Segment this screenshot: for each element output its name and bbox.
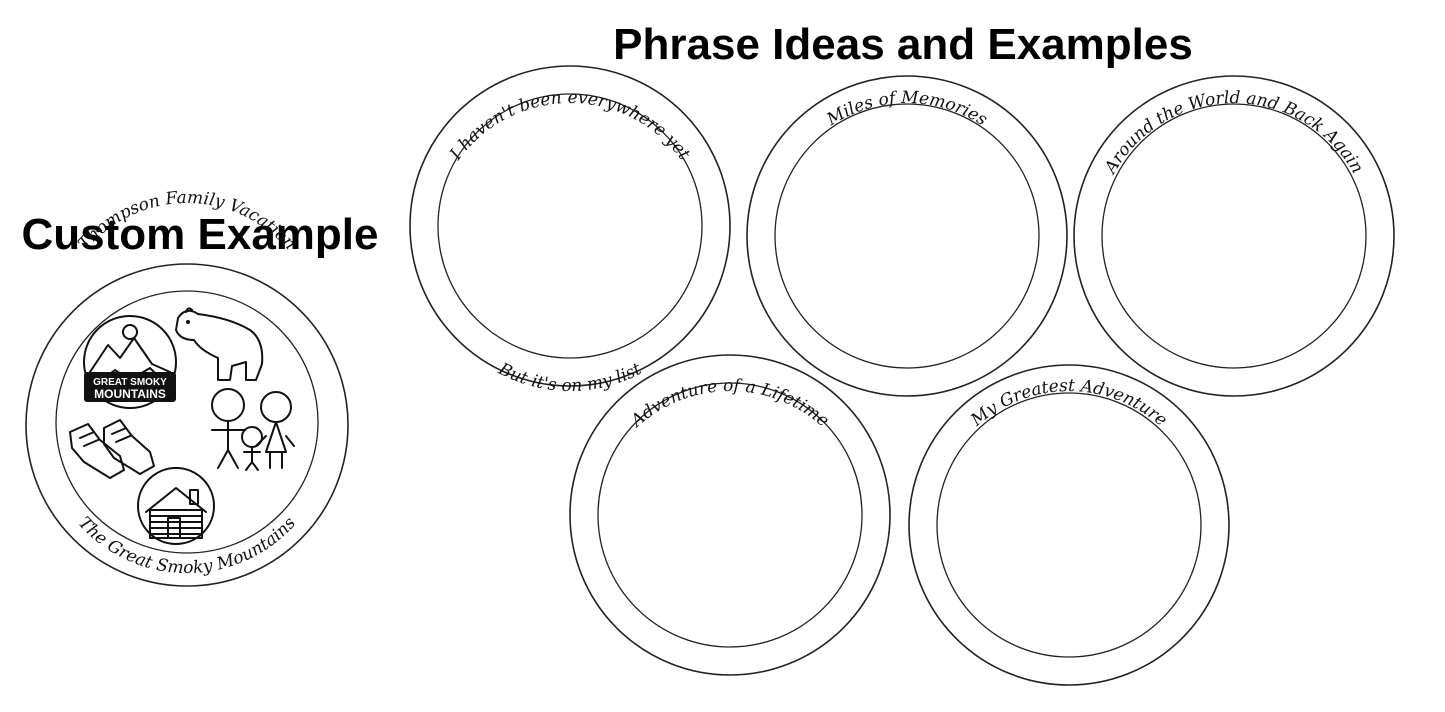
outer-ring: [25, 263, 349, 587]
ring-top-text: Miles of Memories: [823, 88, 991, 131]
inner-ring: [55, 290, 319, 554]
ring-top-text: I haven't been everywhere yet: [446, 88, 694, 165]
phrase-circle-2: Miles of Memories: [746, 75, 1068, 397]
inner-ring: [1101, 103, 1367, 369]
ring-top-text: Around the World and Back Again: [1100, 88, 1368, 179]
phrase-circle-4: Adventure of a Lifetime: [569, 354, 891, 676]
badge-line1: GREAT SMOKY: [93, 377, 167, 388]
log-cabin-icon: [137, 467, 215, 545]
outer-ring: [1073, 75, 1395, 397]
outer-ring: [569, 354, 891, 676]
inner-ring: [774, 103, 1040, 369]
phrase-circle-3: Around the World and Back Again: [1073, 75, 1395, 397]
ring-top-text: My Greatest Adventure: [967, 376, 1171, 431]
inner-ring: [597, 382, 863, 648]
badge-line2: MOUNTAINS: [94, 387, 166, 401]
family-icon: [211, 388, 295, 471]
phrase-circle-5: My Greatest Adventure: [908, 364, 1230, 686]
outer-ring: [746, 75, 1068, 397]
phrase-ideas-heading: Phrase Ideas and Examples: [613, 20, 1193, 69]
ring-top-text: Adventure of a Lifetime: [626, 376, 833, 432]
ring-bottom-text: But it's on my list: [494, 359, 644, 396]
outer-ring: [409, 65, 731, 387]
mountain-badge-icon: GREAT SMOKY MOUNTAINS: [83, 315, 177, 409]
bear-icon: [175, 307, 264, 381]
custom-example-heading: Custom Example: [22, 210, 379, 259]
inner-ring: [936, 392, 1202, 658]
phrase-circle-1: I haven't been everywhere yet But it's o…: [409, 65, 731, 396]
inner-ring: [437, 93, 703, 359]
hiking-boots-icon: [69, 419, 155, 479]
outer-ring: [908, 364, 1230, 686]
